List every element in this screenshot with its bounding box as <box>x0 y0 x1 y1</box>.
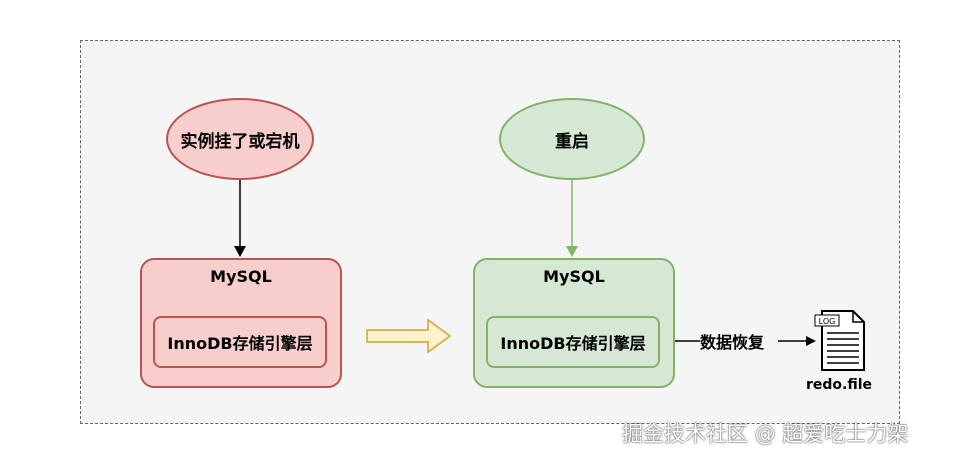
restart-event-ellipse: 重启 <box>499 98 645 180</box>
transition-arrow <box>366 318 452 354</box>
innodb-engine-box: InnoDB存储引擎层 <box>486 316 660 368</box>
mysql-box-crashed: MySQL InnoDB存储引擎层 <box>140 258 342 388</box>
restart-event-label: 重启 <box>555 131 589 152</box>
mysql-title: MySQL <box>210 267 272 286</box>
redo-file-label: redo.file <box>806 377 873 393</box>
crash-event-ellipse: 实例挂了或宕机 <box>166 98 314 180</box>
innodb-engine-label: InnoDB存储引擎层 <box>500 334 646 353</box>
mysql-title: MySQL <box>543 267 605 286</box>
data-recovery-label: 数据恢复 <box>700 333 765 352</box>
crash-to-mysql-arrow <box>234 180 246 257</box>
innodb-engine-label: InnoDB存储引擎层 <box>167 334 313 353</box>
log-badge-text: LOG <box>819 317 836 326</box>
mysql-box-restarted: MySQL InnoDB存储引擎层 <box>473 258 675 388</box>
restart-to-mysql-arrow <box>566 180 578 257</box>
log-file-icon: LOG <box>814 310 865 371</box>
innodb-engine-box: InnoDB存储引擎层 <box>153 316 327 368</box>
watermark: 掘金技术社区 @ 超爱吃士力架 <box>622 422 909 446</box>
crash-event-label: 实例挂了或宕机 <box>180 131 300 152</box>
